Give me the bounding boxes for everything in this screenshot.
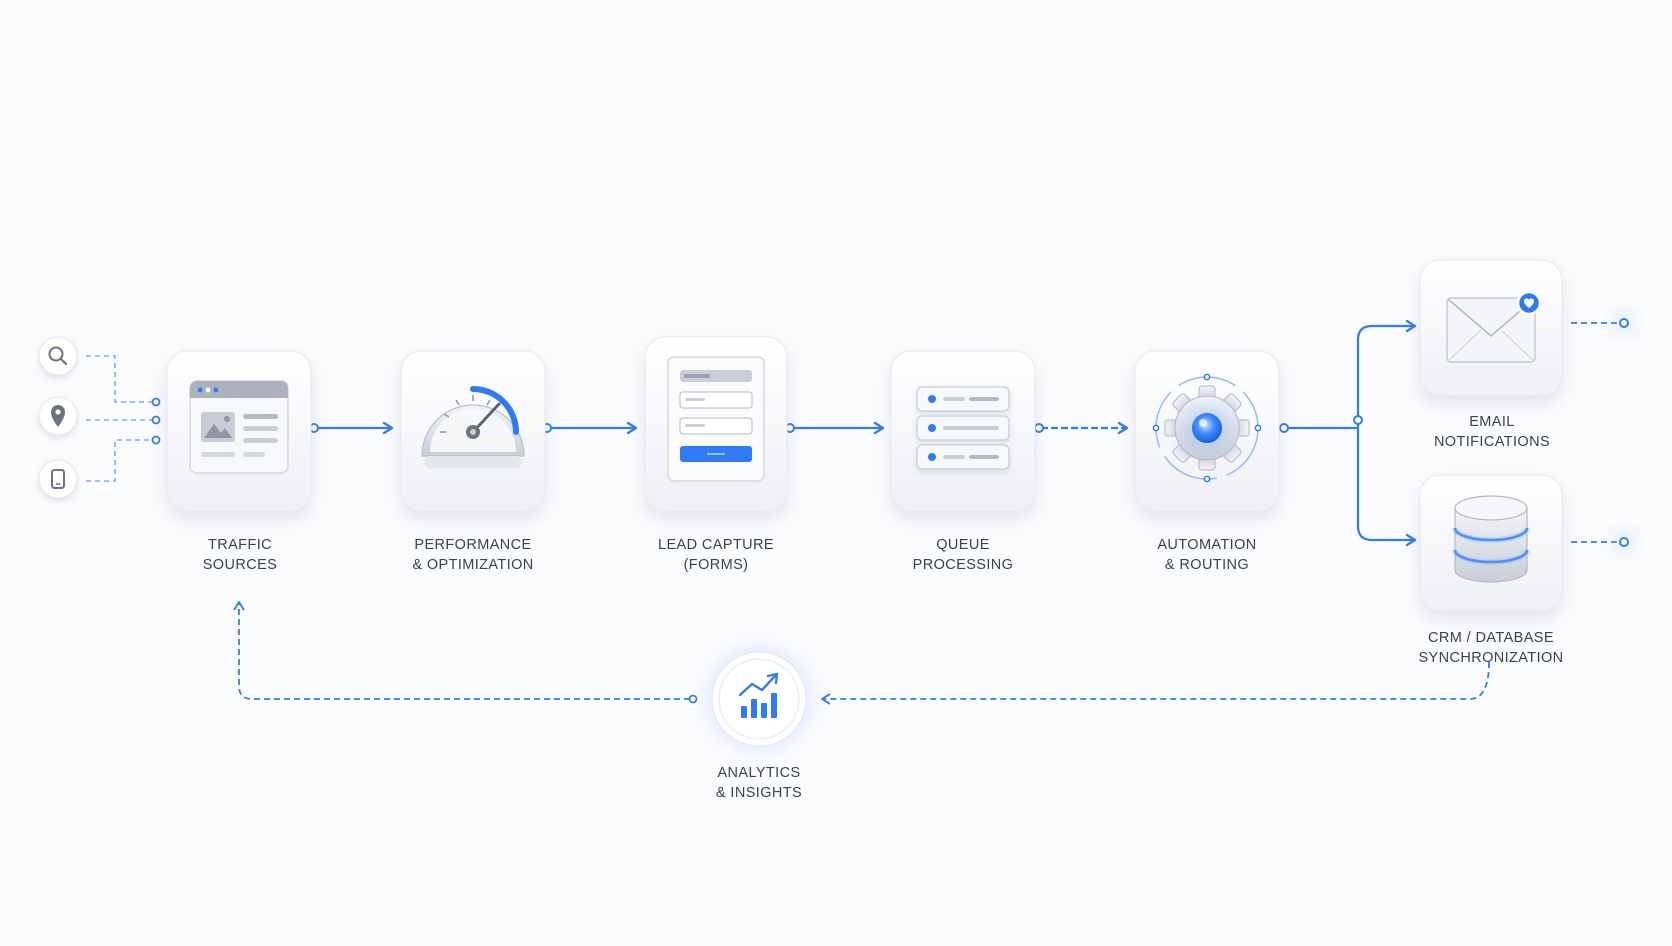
- node-automation[interactable]: [1134, 350, 1280, 512]
- label-email: EMAIL NOTIFICATIONS: [1372, 412, 1612, 452]
- label-line-2: & INSIGHTS: [715, 785, 803, 801]
- label-analytics: ANALYTICS & INSIGHTS: [639, 763, 879, 803]
- speedometer-icon: [421, 386, 525, 469]
- flow-connectors: [316, 326, 1415, 540]
- label-line-1: PERFORMANCE: [414, 537, 532, 553]
- label-line-2: SYNCHRONIZATION: [1418, 650, 1564, 666]
- server-stack-icon: [916, 386, 1010, 470]
- input-connector-dots: [151, 397, 161, 445]
- node-lead-capture[interactable]: [644, 336, 788, 512]
- form-icon: [667, 356, 765, 482]
- input-search[interactable]: [38, 336, 78, 376]
- input-connectors: [86, 355, 152, 482]
- label-line-1: TRAFFIC: [207, 537, 272, 553]
- search-icon: [48, 346, 68, 366]
- label-line-1: CRM / DATABASE: [1428, 630, 1554, 646]
- label-line-1: ANALYTICS: [717, 765, 801, 781]
- node-crm[interactable]: [1419, 474, 1563, 612]
- analytics-chart-icon: [738, 672, 779, 718]
- node-analytics[interactable]: [709, 649, 809, 749]
- gear-icon: [1152, 373, 1262, 483]
- output-connector-dots: [1615, 314, 1633, 551]
- label-line-1: QUEUE: [936, 537, 990, 553]
- label-line-2: (FORMS): [683, 557, 749, 573]
- label-line-1: LEAD CAPTURE: [658, 537, 774, 553]
- label-lead-capture: LEAD CAPTURE (FORMS): [596, 535, 836, 575]
- label-line-2: & OPTIMIZATION: [412, 557, 534, 573]
- input-location[interactable]: [38, 396, 78, 436]
- label-line-2: SOURCES: [202, 557, 278, 573]
- label-line-2: & ROUTING: [1164, 557, 1250, 573]
- label-queue-processing: QUEUE PROCESSING: [843, 535, 1083, 575]
- label-line-2: NOTIFICATIONS: [1433, 434, 1551, 450]
- browser-window-icon: [189, 380, 289, 474]
- node-traffic-sources[interactable]: [166, 350, 312, 512]
- node-queue-processing[interactable]: [890, 350, 1036, 512]
- label-traffic-sources: TRAFFIC SOURCES: [120, 535, 360, 575]
- map-pin-icon: [51, 405, 65, 427]
- output-connectors: [1571, 322, 1618, 543]
- feedback-dot: [688, 694, 698, 704]
- label-line-2: PROCESSING: [912, 557, 1014, 573]
- feedback-loop: [233, 601, 1490, 705]
- label-line-1: AUTOMATION: [1157, 537, 1257, 553]
- label-performance: PERFORMANCE & OPTIMIZATION: [353, 535, 593, 575]
- label-line-1: EMAIL: [1469, 414, 1515, 430]
- node-performance[interactable]: [400, 350, 546, 512]
- database-icon: [1452, 495, 1530, 583]
- input-mobile[interactable]: [38, 459, 78, 499]
- label-crm: CRM / DATABASE SYNCHRONIZATION: [1371, 628, 1611, 668]
- mobile-phone-icon: [51, 469, 65, 489]
- envelope-icon: [1446, 290, 1542, 363]
- label-automation: AUTOMATION & ROUTING: [1087, 535, 1327, 575]
- node-email[interactable]: [1419, 259, 1563, 397]
